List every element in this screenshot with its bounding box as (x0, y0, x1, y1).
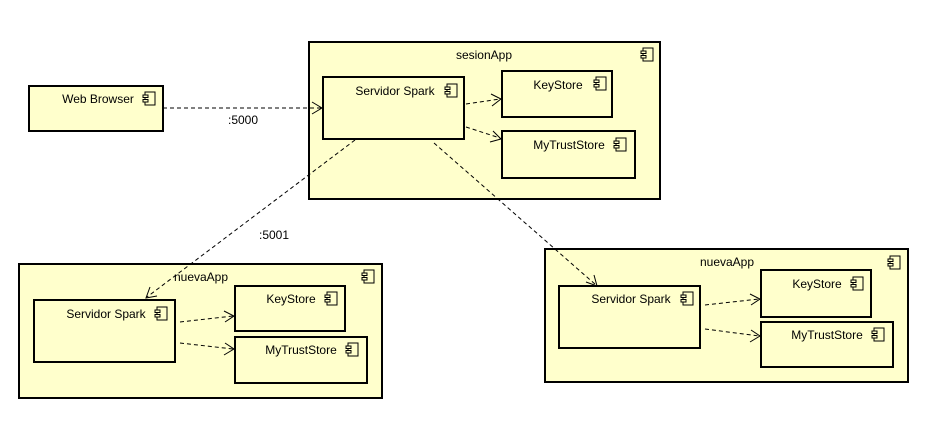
component-icon (850, 276, 864, 291)
node-mytruststore-right[interactable]: MyTrustStore (760, 321, 894, 368)
node-keystore-right[interactable]: KeyStore (760, 269, 872, 318)
node-servidor-spark-right[interactable]: Servidor Spark (558, 285, 701, 349)
container-title: nuevaApp (700, 255, 754, 269)
edge-server-to-truststore-left (179, 342, 235, 356)
container-title: sesionApp (456, 48, 512, 62)
component-icon (361, 269, 375, 284)
edge-server-to-right-server (433, 142, 598, 287)
node-mytruststore-sesion[interactable]: MyTrustStore (501, 130, 636, 179)
node-keystore-left[interactable]: KeyStore (234, 285, 346, 332)
node-web-browser[interactable]: Web Browser (28, 85, 164, 132)
component-icon (444, 83, 458, 98)
component-icon (887, 255, 901, 270)
edge-browser-to-server (163, 101, 323, 115)
component-icon (640, 47, 654, 62)
container-title: nuevaApp (174, 270, 228, 284)
node-label: Servidor Spark (591, 292, 671, 306)
node-label: Web Browser (62, 92, 134, 106)
edge-server-to-truststore-right (704, 328, 761, 343)
node-servidor-spark-left[interactable]: Servidor Spark (33, 299, 176, 363)
node-label: MyTrustStore (533, 138, 605, 152)
node-keystore-sesion[interactable]: KeyStore (501, 70, 613, 118)
component-icon (142, 91, 156, 106)
node-label: MyTrustStore (791, 328, 863, 342)
node-label: KeyStore (533, 78, 583, 92)
node-label: KeyStore (266, 292, 316, 306)
node-servidor-spark-sesion[interactable]: Servidor Spark (322, 76, 465, 140)
edge-label-5000: :5000 (228, 113, 258, 127)
component-icon (613, 137, 627, 152)
component-icon (680, 291, 694, 306)
node-label: Servidor Spark (355, 84, 435, 98)
component-icon (154, 306, 168, 321)
node-label: Servidor Spark (66, 307, 146, 321)
edge-server-to-left-server (145, 139, 356, 299)
component-icon (593, 76, 607, 91)
node-label: KeyStore (792, 277, 842, 291)
edge-server-to-keystore-sesion (465, 93, 502, 107)
node-mytruststore-left[interactable]: MyTrustStore (234, 336, 368, 384)
edge-server-to-truststore-sesion (465, 126, 502, 143)
component-icon (345, 342, 359, 357)
component-icon (871, 327, 885, 342)
edge-server-to-keystore-right (704, 293, 761, 306)
node-label: MyTrustStore (265, 343, 337, 357)
edge-server-to-keystore-left (179, 310, 235, 323)
edge-label-5001: :5001 (259, 228, 289, 242)
component-icon (324, 291, 338, 306)
